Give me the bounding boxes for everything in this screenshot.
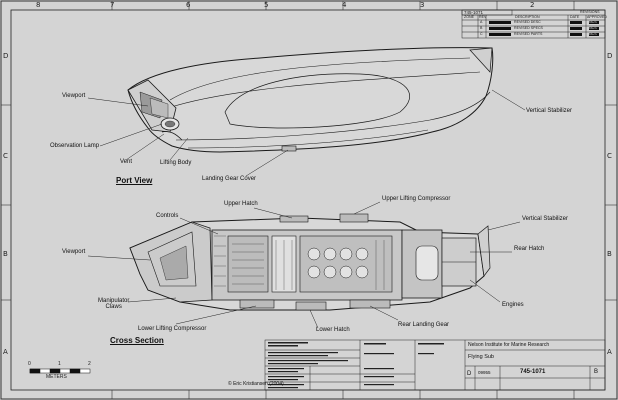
tail-stabilizer xyxy=(477,225,491,277)
zone-col-7: 7 xyxy=(110,1,115,9)
title-block-cage-code: 09955 xyxy=(478,370,491,375)
title-block xyxy=(264,339,606,391)
scale-tick-2: 2 xyxy=(88,361,91,367)
label-lower-hatch: Lower Hatch xyxy=(316,327,350,333)
zone-col-6: 6 xyxy=(186,1,191,9)
revision-fills xyxy=(489,21,599,36)
scale-tick-1: 1 xyxy=(58,361,61,367)
label-upper-hatch: Upper Hatch xyxy=(224,201,258,207)
rev-row-c-approved: NCS xyxy=(589,32,597,36)
rev-header-approved: APPROVED xyxy=(587,15,607,19)
label-landing-gear-cover: Landing Gear Cover xyxy=(202,176,257,182)
rev-row-b-desc: REVISED SPECS xyxy=(514,26,543,30)
label-vertical-stabilizer-port: Vertical Stabilizer xyxy=(526,108,573,114)
title-block-fine-text xyxy=(268,342,444,389)
scale-bar xyxy=(29,368,91,374)
zone-col-5: 5 xyxy=(264,1,269,9)
rev-row-c-desc: REVISED PARTS xyxy=(514,32,543,36)
zone-row-c: C xyxy=(3,152,8,160)
title-block-size: D xyxy=(467,371,472,377)
zone-row-b: B xyxy=(3,250,8,258)
drawing-number-top: 745-1071 xyxy=(464,10,484,15)
zone-row-a-right: A xyxy=(607,348,612,356)
copyright: © Eric Kristiansen (2004) xyxy=(228,381,284,387)
cross-section-title: Cross Section xyxy=(110,336,164,345)
title-block-title: Flying Sub xyxy=(468,354,494,360)
label-engines: Engines xyxy=(502,302,524,308)
zone-row-b-right: B xyxy=(607,250,612,258)
label-viewport-section: Viewport xyxy=(62,249,86,255)
rev-header-rev: REV xyxy=(479,15,487,19)
rev-row-a-zone: A xyxy=(480,20,483,24)
port-view-title: Port View xyxy=(116,176,153,185)
label-controls: Controls xyxy=(156,213,179,219)
label-observation-lamp: Observation Lamp xyxy=(50,143,100,149)
rev-header-date: DATE xyxy=(570,15,580,19)
title-block-rev: B xyxy=(594,369,599,375)
rev-row-c-zone: C xyxy=(480,32,483,36)
scale-tick-0: 0 xyxy=(28,361,31,367)
cabin-hatching xyxy=(214,235,385,290)
zone-row-d: D xyxy=(3,52,9,60)
tanks xyxy=(307,247,369,279)
rev-row-b-zone: B xyxy=(480,26,483,30)
rev-row-a-desc: REVISED DESC xyxy=(514,20,541,24)
zone-row-a: A xyxy=(3,348,8,356)
rev-row-a-approved: NCS xyxy=(589,20,597,24)
port-leaders xyxy=(87,89,526,177)
zone-row-d-right: D xyxy=(607,52,613,60)
label-rear-landing-gear: Rear Landing Gear xyxy=(398,322,450,328)
zone-col-3: 3 xyxy=(420,1,425,9)
label-vertical-stabilizer-section: Vertical Stabilizer xyxy=(522,216,569,222)
zone-row-c-right: C xyxy=(607,152,612,160)
title-block-drawing-no: 745-1071 xyxy=(520,369,546,375)
zone-col-4: 4 xyxy=(342,1,347,9)
zone-col-2: 2 xyxy=(530,1,535,9)
label-lifting-body: Lifting Body xyxy=(160,160,192,166)
cross-section-hull xyxy=(129,213,485,311)
rev-row-b-approved: NCS xyxy=(589,26,597,30)
section-leaders xyxy=(87,201,521,329)
port-view-hull xyxy=(127,47,494,153)
rev-header-description: DESCRIPTION xyxy=(515,15,540,19)
scale-unit: METERS xyxy=(46,374,67,380)
title-block-organization: Nelson Institute for Marine Research xyxy=(468,342,550,348)
label-manipulator-claws: Manipulator Claws xyxy=(98,298,130,310)
label-viewport-port: Viewport xyxy=(62,93,86,99)
rev-header-zone: ZONE xyxy=(464,15,474,19)
label-vent: Vent xyxy=(120,159,133,165)
label-lower-lifting-compressor: Lower Lifting Compressor xyxy=(138,326,207,332)
zone-col-8: 8 xyxy=(36,1,41,9)
revision-title: REVISIONS xyxy=(580,10,600,14)
label-rear-hatch: Rear Hatch xyxy=(514,246,545,252)
label-upper-lifting-compressor: Upper Lifting Compressor xyxy=(382,196,451,202)
